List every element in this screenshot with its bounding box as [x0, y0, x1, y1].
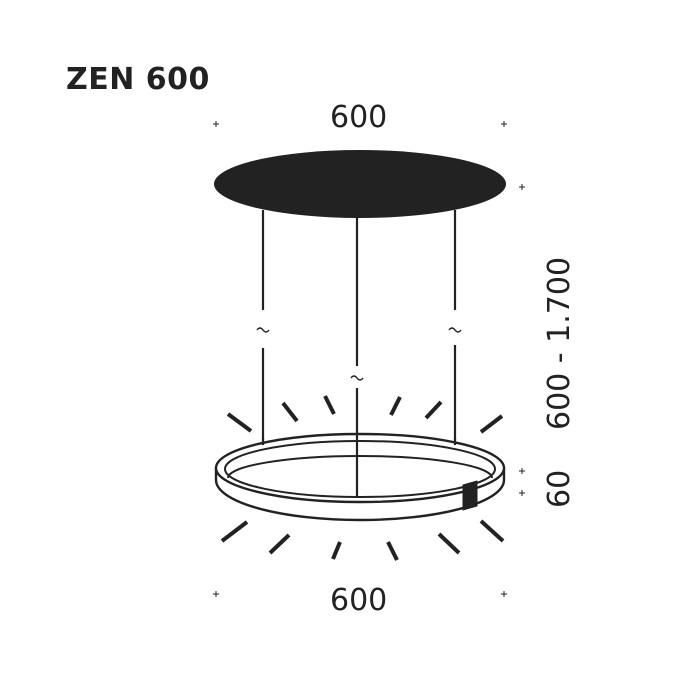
ray-lower: [386, 541, 399, 561]
ray-upper: [424, 400, 443, 420]
ray-upper: [226, 412, 253, 433]
ray-lower: [437, 532, 461, 555]
product-title: ZEN 600: [66, 62, 210, 97]
ray-upper: [281, 401, 299, 423]
tick-mark-icon: [213, 121, 219, 127]
tick-mark-icon: [501, 591, 507, 597]
bottom-width-dimension: 600: [330, 583, 388, 618]
tick-mark-icon: [213, 591, 219, 597]
ray-upper: [323, 395, 336, 415]
light-rays: [220, 395, 505, 561]
ray-lower: [268, 533, 291, 555]
ring-connector: [462, 480, 478, 511]
canopy-disc: [214, 150, 506, 218]
break-marks: [256, 327, 462, 381]
break-mark-icon: [256, 327, 270, 333]
ray-lower: [220, 520, 249, 543]
ray-upper: [389, 396, 402, 416]
tick-marks: [213, 121, 525, 597]
tick-mark-icon: [519, 184, 525, 190]
light-ring: [214, 432, 506, 522]
ray-upper: [479, 414, 504, 434]
top-width-dimension: 600: [330, 100, 388, 135]
break-mark-icon: [350, 375, 364, 381]
ray-lower: [331, 541, 342, 560]
tick-mark-icon: [519, 468, 525, 474]
tick-mark-icon: [519, 490, 525, 496]
break-mark-icon: [448, 327, 462, 333]
ray-lower: [479, 519, 505, 543]
tick-mark-icon: [501, 121, 507, 127]
